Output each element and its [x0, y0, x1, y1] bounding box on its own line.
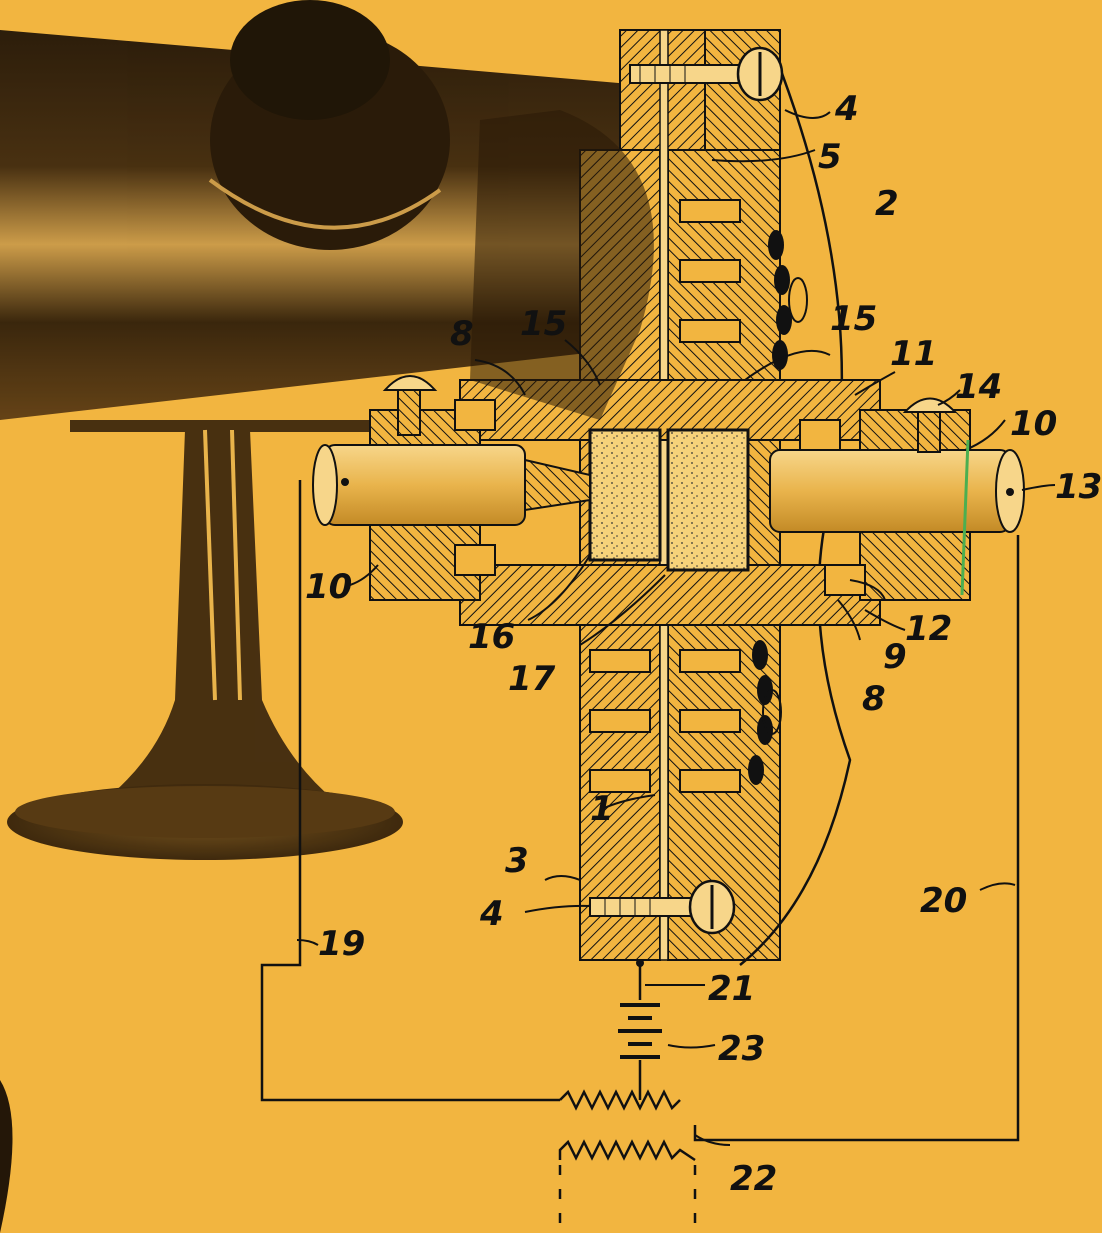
- set-screw-left: [382, 375, 438, 436]
- label-9: 9: [883, 637, 907, 677]
- circuit-wiring: [260, 480, 1020, 1233]
- label-20: 20: [920, 881, 967, 921]
- label-19: 19: [318, 924, 365, 964]
- label-15-left: 15: [520, 304, 567, 344]
- carbon-chamber-left: [588, 428, 662, 562]
- label-4-bottom: 4: [479, 894, 504, 934]
- label-16: 16: [468, 617, 515, 657]
- label-3: 3: [505, 841, 529, 881]
- telephone-stem: [60, 430, 380, 830]
- transmitter-cross-section: 4 5 2 15 11 14 10 13 12 9 8 8 15 10 16 1…: [260, 29, 1102, 1233]
- carbon-chamber-right: [666, 428, 750, 572]
- label-23: 23: [718, 1029, 765, 1069]
- label-10-left: 10: [305, 567, 352, 607]
- label-10-right: 10: [1010, 404, 1057, 444]
- wire-20: [693, 535, 1020, 1142]
- electrode-rod-left: [324, 444, 526, 526]
- mouthpiece-opening: [230, 0, 390, 120]
- switch-hook: [70, 420, 370, 432]
- coil-primary-22: [559, 1089, 681, 1111]
- label-5: 5: [818, 137, 842, 177]
- vent-holes: [748, 230, 808, 785]
- label-22: 22: [730, 1159, 777, 1199]
- label-1: 1: [590, 789, 614, 829]
- label-21: 21: [708, 969, 755, 1009]
- coil-secondary-22: [558, 1139, 696, 1162]
- battery-23: [618, 1003, 662, 1100]
- label-2: 2: [875, 184, 899, 224]
- electrode-rod-right-13: [769, 449, 1011, 533]
- leader-lines: [296, 109, 1056, 1146]
- label-8-left: 8: [450, 314, 474, 354]
- wire-19: [260, 480, 560, 1102]
- label-13: 13: [1055, 467, 1102, 507]
- screw-4-bottom: [589, 879, 736, 935]
- label-15-right: 15: [830, 299, 877, 339]
- housing-lower-8: [459, 564, 881, 626]
- reference-labels: 4 5 2 15 11 14 10 13 12 9 8 8 15 10 16 1…: [305, 89, 1102, 1199]
- screw-4-top: [629, 46, 784, 102]
- label-4-top: 4: [834, 89, 859, 129]
- label-12: 12: [905, 609, 952, 649]
- label-11: 11: [890, 334, 937, 374]
- back-casing-ribs: [589, 199, 741, 793]
- label-8-right: 8: [862, 679, 886, 719]
- label-17: 17: [508, 659, 556, 699]
- label-14: 14: [955, 367, 1002, 407]
